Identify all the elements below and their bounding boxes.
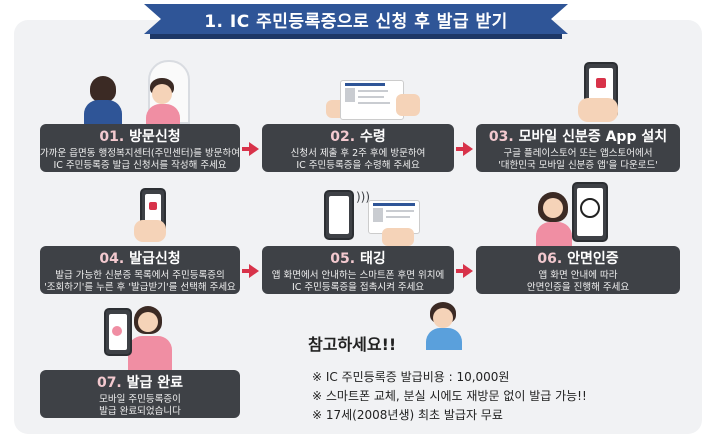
step-desc-line: 앱 화면에서 안내하는 스마트폰 후면 위치에 (271, 270, 445, 281)
step-title: 수령 (359, 129, 386, 145)
step-desc-line: IC 주민등록증을 접촉시켜 주세요 (291, 282, 425, 293)
reference-item: ※ 17세(2008년생) 최초 발급자 무료 (312, 408, 503, 422)
step-03-box: 03. 모바일 신분증 App 설치 구글 플레이스토어 또는 앱스토어에서'대… (476, 124, 680, 172)
illustration-face-auth (536, 182, 638, 248)
header-title: 1. IC 주민등록증으로 신청 후 발급 받기 (204, 11, 508, 32)
step-desc-line: IC 주민등록증을 수령해 주세요 (296, 160, 420, 171)
step-title: 방문신청 (129, 129, 181, 145)
step-number: 02. (330, 129, 356, 145)
step-desc-line: 신청서 제출 후 2주 후에 방문하여 (290, 148, 426, 159)
step-number: 07. (96, 375, 122, 391)
reference-item: ※ 스마트폰 교체, 분실 시에도 재방문 없이 발급 가능!! (312, 389, 587, 403)
arrow-right-icon (249, 264, 259, 278)
step-title: 발급신청 (129, 251, 181, 267)
step-number: 05. (330, 251, 356, 267)
step-desc-line: 앱 화면 안내에 따라 (538, 270, 618, 281)
step-number: 06. (537, 251, 563, 267)
illustration-tagging: ))) (318, 184, 428, 248)
step-desc-line: IC 주민등록증 발급 신청서를 작성해 주세요 (53, 160, 227, 171)
illustration-install (570, 58, 630, 126)
arrow-stem (242, 147, 250, 151)
step-title: 모바일 신분증 App 설치 (518, 129, 668, 145)
arrow-stem (456, 147, 464, 151)
step-title: 발급 완료 (126, 375, 184, 391)
step-number: 01. (99, 129, 125, 145)
step-desc-line: 가까운 읍면동 행정복지센터(주민센터)를 방문하여 (40, 148, 241, 159)
arrow-right-icon (249, 142, 259, 156)
nfc-icon: ))) (356, 190, 371, 204)
step-desc-line: '조회하기'를 누른 후 '발급받기'를 선택해 주세요 (44, 282, 236, 293)
reference-title: 참고하세요!! (308, 335, 397, 354)
face-scan-icon (580, 198, 600, 218)
illustration-visit (80, 60, 200, 126)
arrow-right-icon (463, 264, 473, 278)
illustration-receive (318, 70, 428, 126)
header-banner-shadow (150, 34, 562, 39)
step-desc-line: 안면인증을 진행해 주세요 (526, 282, 630, 293)
step-desc-line: 발급 완료되었습니다 (99, 406, 181, 417)
illustration-request (130, 188, 180, 246)
header-banner: 1. IC 주민등록증으로 신청 후 발급 받기 (144, 4, 568, 34)
person-icon (152, 84, 172, 104)
illustration-complete (98, 298, 178, 370)
arrow-stem (242, 269, 250, 273)
step-04-box: 04. 발급신청 발급 가능한 신분증 목록에서 주민등록증의'조회하기'를 누… (40, 246, 240, 294)
arrow-right-icon (463, 142, 473, 156)
step-title: 안면인증 (567, 251, 619, 267)
step-desc-line: 모바일 주민등록증이 (99, 394, 181, 405)
step-desc-line: '대한민국 모바일 신분증 앱'을 다운로드' (498, 160, 658, 171)
smartphone-icon (104, 308, 132, 356)
step-number: 03. (488, 129, 514, 145)
illustration-reference-person (418, 300, 468, 350)
id-card-icon (340, 80, 404, 120)
step-desc-line: 구글 플레이스토어 또는 앱스토어에서 (503, 148, 653, 159)
arrow-stem (456, 269, 464, 273)
smartphone-icon (324, 190, 354, 240)
step-number: 04. (99, 251, 125, 267)
step-desc-line: 발급 가능한 신분증 목록에서 주민등록증의 (55, 270, 225, 281)
reference-item: ※ IC 주민등록증 발급비용 : 10,000원 (312, 370, 510, 384)
step-title: 태깅 (359, 251, 386, 267)
smartphone-icon (572, 182, 608, 242)
